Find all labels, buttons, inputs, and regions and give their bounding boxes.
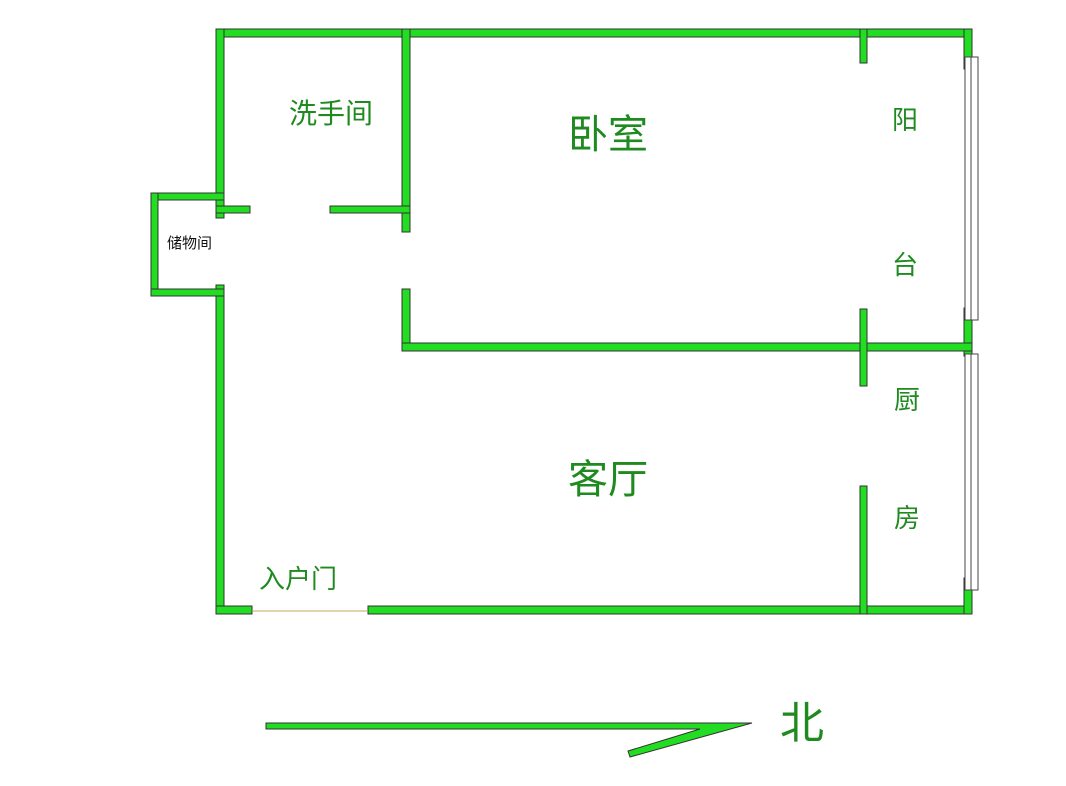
storage-wall-left [150,192,159,297]
label-living-room: 客厅 [568,457,648,503]
balcony-wall-top-stub [859,28,868,64]
label-entrance-door: 入户门 [259,565,337,595]
washroom-wall-right [401,28,411,233]
label-balcony-1: 阳 [892,106,918,136]
north-arrow-icon [265,722,753,758]
label-kitchen-2: 房 [894,504,920,534]
bedroom-wall-left-lower [401,288,411,352]
label-kitchen-1: 厨 [894,386,920,416]
wall-bottom-left [215,605,253,615]
label-washroom: 洗手间 [289,97,373,130]
bedroom-wall-bottom [401,342,973,352]
storage-closet-walls [150,192,225,297]
label-balcony-2: 台 [892,251,918,281]
label-storage: 储物间 [167,234,212,252]
label-north: 北 [780,698,824,749]
wall-top [215,28,973,38]
wall-left-lower [215,284,225,615]
washroom-wall-bottom-left [215,205,251,214]
wall-bottom-right [367,605,973,615]
kitchen-wall-left [859,485,868,615]
balcony-wall-bottom-stub [859,308,868,387]
north-arrow-shape [265,722,753,758]
storage-wall-bottom [150,288,225,297]
interior-walls [215,28,973,615]
label-bedroom: 卧室 [568,112,648,158]
east-windows [964,56,979,591]
storage-wall-top [150,192,225,201]
wall-left-upper [215,28,225,219]
washroom-wall-bottom-right [329,205,411,214]
